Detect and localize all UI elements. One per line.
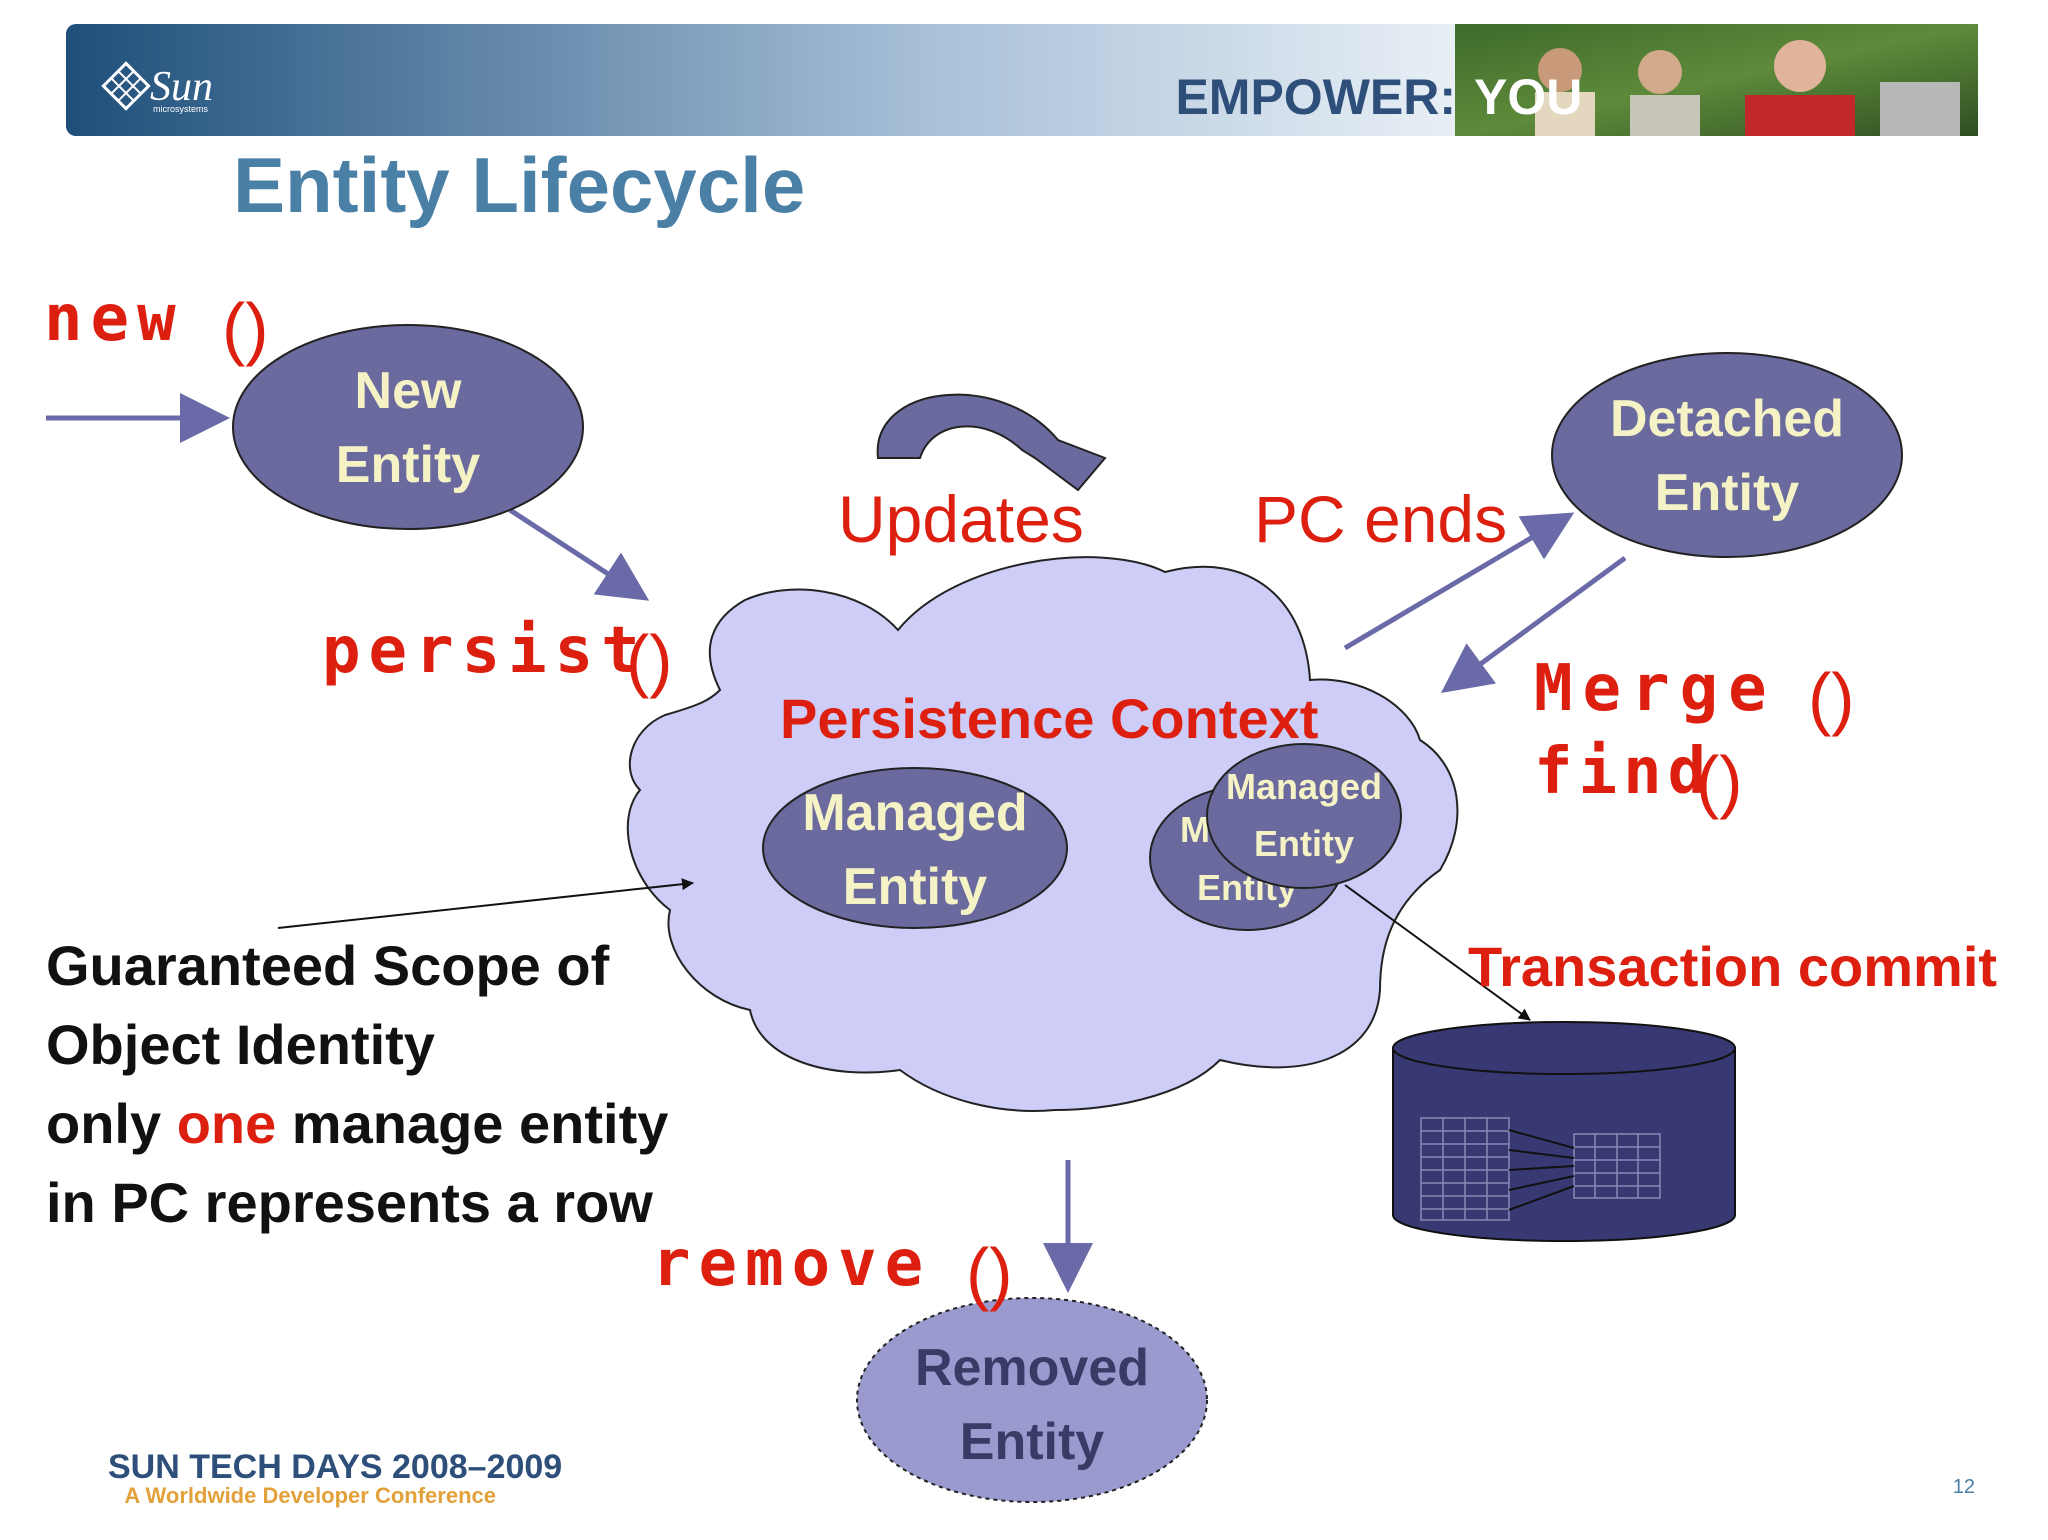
note-line3: only one manage entity (46, 1092, 668, 1155)
method-find-parens: () (1696, 742, 1743, 820)
detached-entity-line2: Entity (1655, 464, 1800, 522)
arrow-persist (508, 507, 650, 601)
managed-back-line1: M (1180, 809, 1210, 850)
logo-subtext: microsystems (153, 104, 209, 114)
tagline-prefix: EMPOWER: (1175, 69, 1456, 125)
note-line3-highlight: one (177, 1092, 277, 1155)
method-find-label: find () (1534, 735, 1743, 820)
note-line4: in PC represents a row (46, 1171, 653, 1234)
new-entity-line1: New (355, 362, 462, 420)
pc-ends-label: PC ends (1254, 482, 1507, 556)
database-relation-lines (1508, 1129, 1575, 1211)
state-managed-entity-front: Managed Entity (1206, 743, 1402, 889)
page-number: 12 (1953, 1476, 1975, 1498)
tagline-suffix: YOU (1474, 69, 1582, 125)
updates-curved-arrow-icon (876, 393, 1107, 492)
managed-entity-line1: Managed (802, 784, 1027, 842)
updates-label: Updates (838, 482, 1084, 556)
method-find: find (1534, 735, 1712, 809)
managed-entity-line2: Entity (843, 858, 988, 916)
arrow-pc-ends (1343, 512, 1575, 651)
removed-entity-line2: Entity (960, 1413, 1105, 1471)
method-merge-parens: () (1808, 659, 1855, 737)
database-icon (1392, 1021, 1736, 1242)
new-entity-line2: Entity (336, 436, 481, 494)
method-remove: remove (652, 1227, 931, 1301)
detached-entity-line1: Detached (1610, 390, 1844, 448)
arrows (46, 393, 1627, 1293)
note-line3-post: manage entity (276, 1092, 668, 1155)
persistence-context-label: Persistence Context (780, 687, 1318, 750)
identity-note: Guaranteed Scope of Object Identity only… (46, 934, 668, 1234)
managed-front-line2: Entity (1254, 823, 1354, 864)
logo-text: Sun (150, 64, 213, 110)
note-line3-pre: only (46, 1092, 177, 1155)
method-new-label: new () (44, 282, 269, 367)
method-new: new (44, 282, 184, 356)
method-persist-parens: () (626, 621, 673, 699)
removed-entity-line1: Removed (915, 1339, 1149, 1397)
method-remove-parens: () (966, 1234, 1013, 1312)
state-removed-entity: Removed Entity (856, 1297, 1208, 1503)
note-line1: Guaranteed Scope of (46, 934, 610, 997)
banner-photo (1455, 24, 1978, 136)
footer: SUN TECH DAYS 2008–2009 A Worldwide Deve… (108, 1448, 1975, 1508)
footer-brand: SUN TECH DAYS 2008–2009 (108, 1448, 562, 1486)
database-table-right-icon (1573, 1133, 1661, 1199)
arrow-commit (1344, 884, 1531, 1021)
header-banner: Sun microsystems EMPOWER: YOU (66, 24, 1978, 136)
managed-front-line1: Managed (1226, 766, 1382, 807)
state-new-entity: New Entity (232, 324, 584, 530)
method-remove-label: remove () (652, 1227, 1013, 1312)
state-managed-entity: Managed Entity (762, 767, 1068, 929)
method-merge-label: Merge () (1534, 652, 1855, 737)
method-new-parens: () (222, 289, 269, 367)
arrow-merge (1440, 555, 1627, 693)
method-persist-label: persist () (322, 614, 673, 699)
method-persist: persist (322, 614, 648, 688)
sun-logo: Sun microsystems (101, 61, 213, 114)
page-title: Entity Lifecycle (233, 141, 805, 229)
state-detached-entity: Detached Entity (1551, 352, 1903, 558)
footer-subtitle: A Worldwide Developer Conference (124, 1483, 496, 1508)
method-merge: Merge (1534, 652, 1777, 726)
arrow-identity-note (277, 878, 694, 929)
note-line2: Object Identity (46, 1013, 435, 1076)
transaction-commit-label: Transaction commit (1468, 935, 1997, 998)
